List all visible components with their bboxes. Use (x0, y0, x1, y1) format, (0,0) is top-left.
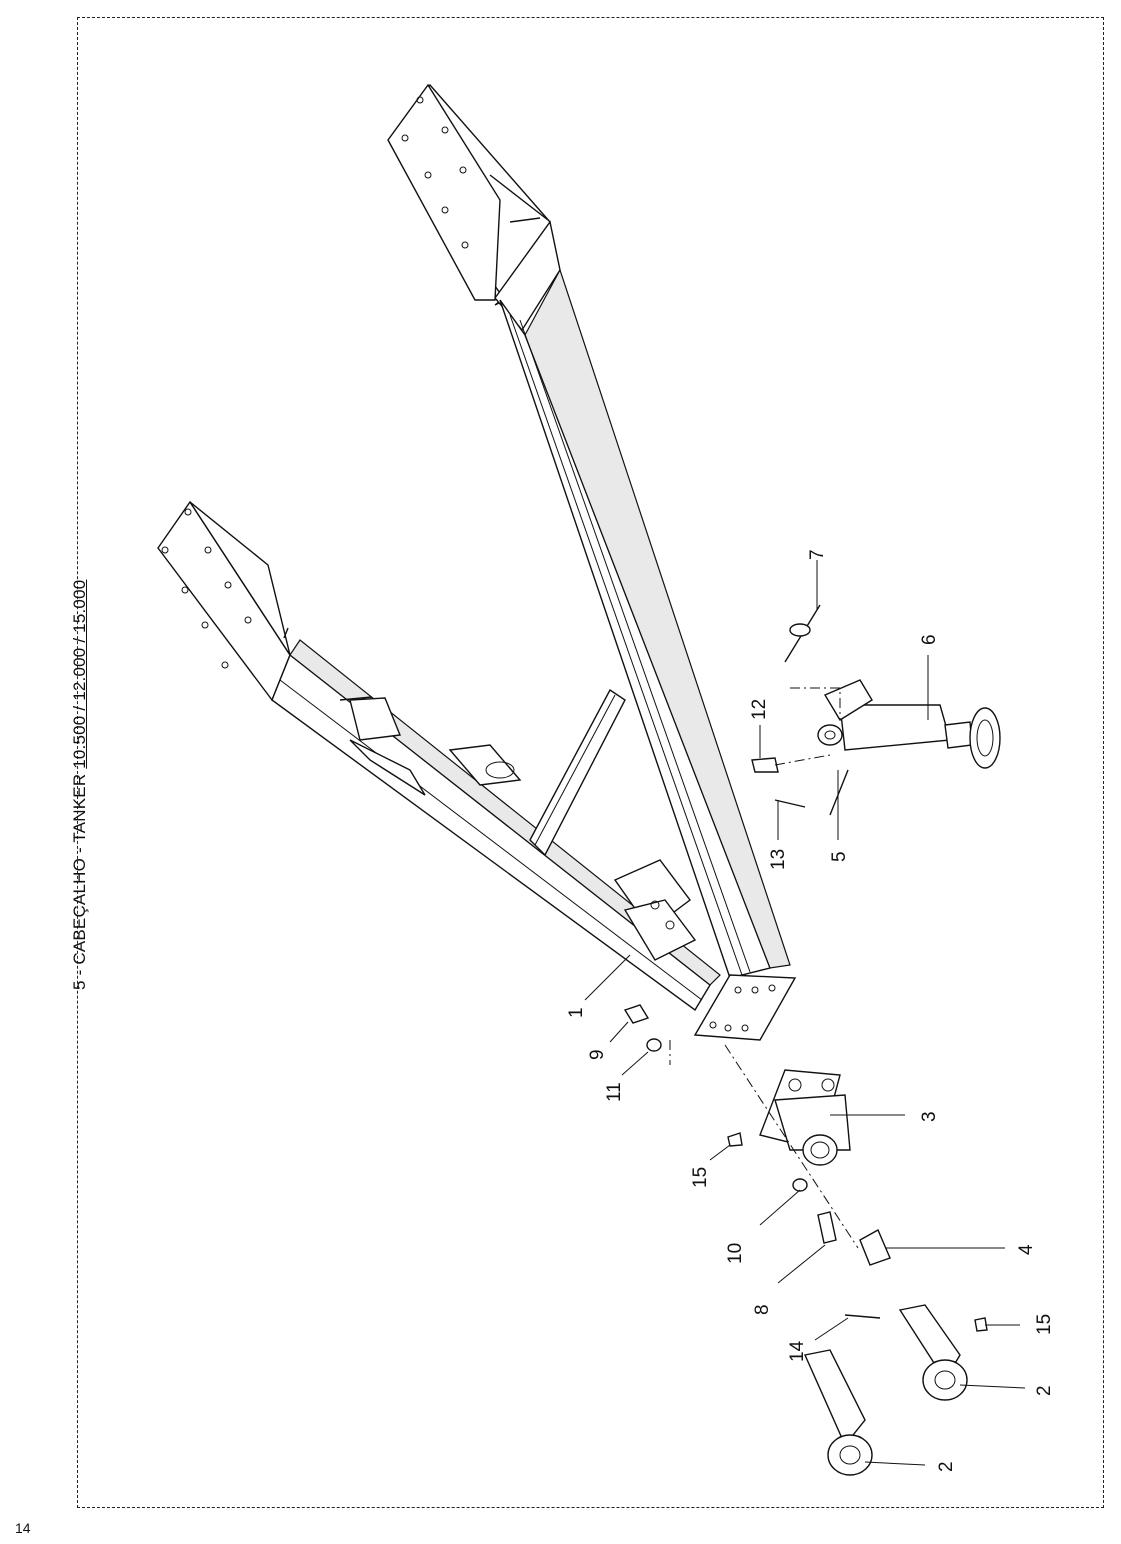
callout-12: 12 (749, 699, 770, 720)
page-number: 14 (15, 1520, 31, 1536)
callout-11: 11 (604, 1082, 625, 1102)
callout-1: 1 (566, 1007, 587, 1018)
dashed-page-frame (77, 17, 1104, 1508)
callout-6: 6 (919, 634, 940, 645)
callout-15-housing: 15 (690, 1167, 711, 1188)
callout-3: 3 (919, 1111, 940, 1122)
callout-14: 14 (787, 1340, 808, 1362)
hitch-housing (727, 1069, 851, 1166)
callout-5: 5 (829, 851, 850, 862)
callout-9: 9 (587, 1049, 608, 1060)
callout-8: 8 (752, 1304, 773, 1315)
callout-10: 10 (725, 1243, 746, 1264)
drawbar-eye-lower (804, 1349, 873, 1476)
callout-labels: 1 2 2 3 4 5 6 7 8 9 10 11 12 13 14 15 15 (566, 549, 1055, 1472)
small-hardware (623, 1004, 988, 1332)
drawbar-eye-upper (898, 1304, 968, 1401)
callout-2-upper: 2 (1034, 1385, 1055, 1396)
leader-lines (584, 560, 1026, 1466)
callout-4: 4 (1016, 1244, 1037, 1255)
callout-13: 13 (768, 849, 789, 870)
callout-7: 7 (807, 549, 828, 560)
callout-15-eye: 15 (1034, 1314, 1055, 1335)
callout-2-lower: 2 (936, 1461, 957, 1472)
jack-assembly (751, 604, 1001, 816)
drawbar-frame (157, 83, 797, 1041)
